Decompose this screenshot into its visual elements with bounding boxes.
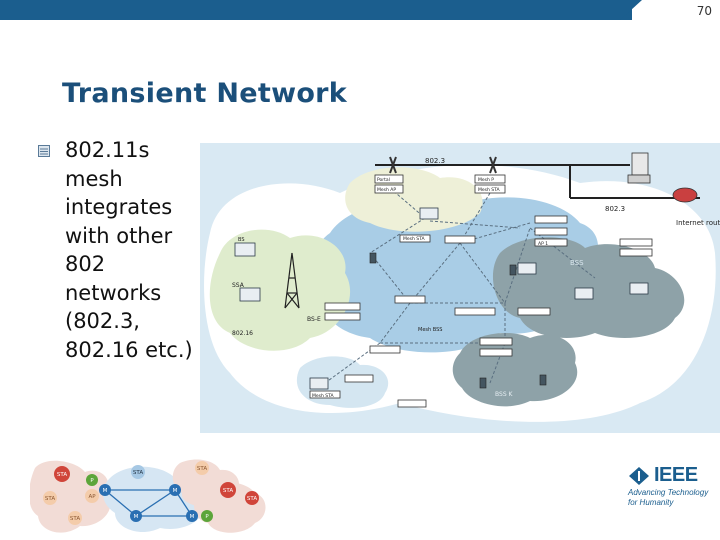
- svg-text:Mesh STA: Mesh STA: [312, 393, 335, 399]
- svg-text:Mesh STA: Mesh STA: [478, 187, 501, 193]
- mini-mesh-diagram: STA P M AP STA STA M STA STA M M P STA S…: [30, 459, 266, 533]
- svg-text:M: M: [103, 488, 108, 494]
- svg-text:STA: STA: [45, 496, 55, 502]
- svg-text:BSS K: BSS K: [495, 391, 514, 398]
- header-bar-slant: [620, 0, 642, 20]
- bullet-icon: [38, 145, 50, 157]
- svg-text:Portal: Portal: [377, 177, 390, 183]
- wired-top-label: 802.3: [425, 157, 445, 165]
- bullet-text: 802.11s mesh integrates with other 802 n…: [65, 138, 193, 362]
- svg-text:Mesh BSS: Mesh BSS: [418, 327, 442, 333]
- svg-text:BSS: BSS: [570, 259, 584, 267]
- svg-text:P: P: [90, 478, 94, 484]
- wired-right-label: 802.3: [605, 205, 625, 213]
- svg-text:STA: STA: [197, 466, 207, 472]
- svg-text:M: M: [173, 488, 178, 494]
- svg-text:STA: STA: [133, 470, 143, 476]
- svg-text:BS: BS: [238, 237, 245, 243]
- svg-text:Mesh P: Mesh P: [478, 177, 494, 183]
- svg-text:SSA: SSA: [232, 282, 245, 289]
- ieee-logo-word: IEEE: [654, 464, 698, 486]
- svg-text:BS-E: BS-E: [307, 316, 321, 323]
- svg-text:802.16: 802.16: [232, 330, 253, 337]
- svg-text:Mesh AP: Mesh AP: [377, 187, 396, 193]
- svg-text:STA: STA: [247, 496, 257, 502]
- svg-text:AP 1: AP 1: [538, 241, 548, 247]
- svg-text:Mesh STA: Mesh STA: [403, 236, 426, 242]
- network-diagram: 802.3 802.3 Portal Mesh AP Mesh P Mesh S…: [200, 143, 720, 433]
- svg-text:M: M: [134, 514, 139, 520]
- svg-text:STA: STA: [223, 488, 233, 494]
- svg-text:M: M: [190, 514, 195, 520]
- header-bar: [0, 0, 632, 20]
- ieee-logo-tagline: Advancing Technology for Humanity: [628, 488, 709, 507]
- svg-text:P: P: [205, 514, 209, 520]
- slide-title: Transient Network: [62, 78, 348, 109]
- page-number: 70: [696, 4, 712, 18]
- ieee-diamond-icon: [629, 467, 649, 485]
- svg-text:AP: AP: [88, 494, 96, 500]
- svg-text:Internet router: Internet router: [676, 219, 720, 227]
- svg-text:STA: STA: [57, 472, 67, 478]
- svg-text:STA: STA: [70, 516, 80, 522]
